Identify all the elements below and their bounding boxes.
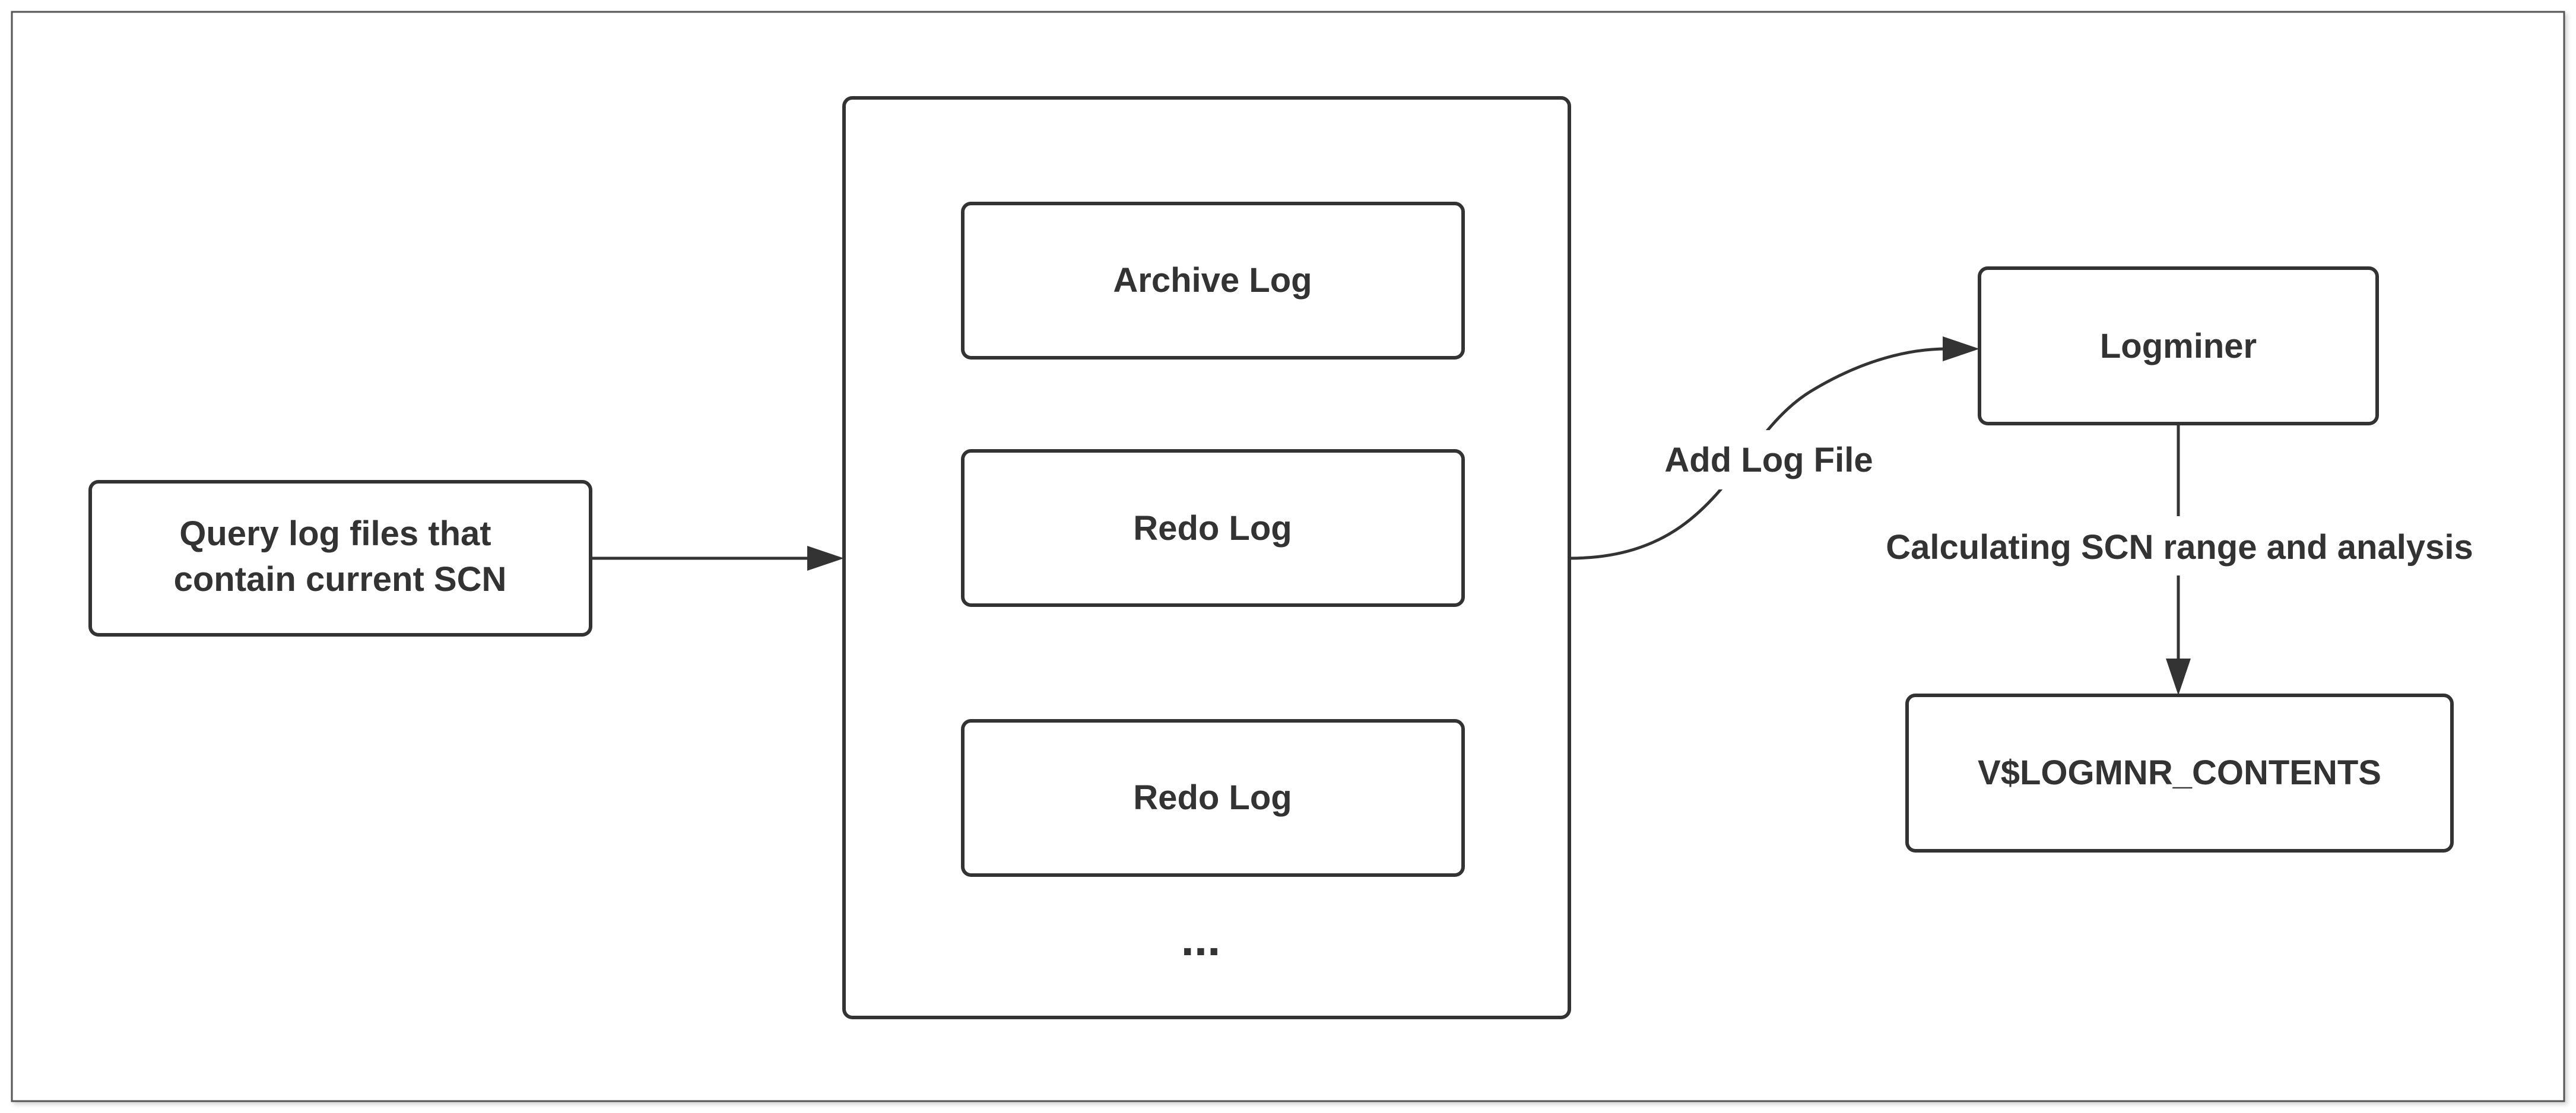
query-node-label: Query log files that contain current SCN [174,514,507,599]
more-logs-ellipsis: ... [1181,912,1221,965]
redo-log-label: Redo Log [1133,778,1292,817]
arrowhead-icon [807,546,844,571]
edge-query-to-logs [591,546,844,571]
logminer-label: Logminer [2100,327,2257,365]
arrowhead-icon [1943,336,1979,361]
query-node-line-2: contain current SCN [174,560,507,599]
query-node: Query log files that contain current SCN [88,480,592,637]
edge-logminer-to-contents: Calculating SCN range and analysis [1858,424,2505,695]
redo-log-node: Redo Log [961,719,1465,877]
archive-log-label: Archive Log [1113,261,1312,300]
edge-logs-to-logminer: Add Log File [1569,336,1979,560]
edge-label-calculating-scn: Calculating SCN range and analysis [1886,528,2473,567]
logminer-node: Logminer [1978,266,2379,425]
logmnr-contents-node: V$LOGMNR_CONTENTS [1905,694,2454,853]
arrowhead-icon [2166,659,2191,695]
archive-log-node: Archive Log [961,202,1465,360]
redo-log-node: Redo Log [961,449,1465,607]
query-node-line-1: Query log files that [179,514,491,553]
logmnr-contents-label: V$LOGMNR_CONTENTS [1978,753,2381,792]
edge-label-add-log-file: Add Log File [1664,441,1873,479]
redo-log-label: Redo Log [1133,509,1292,548]
